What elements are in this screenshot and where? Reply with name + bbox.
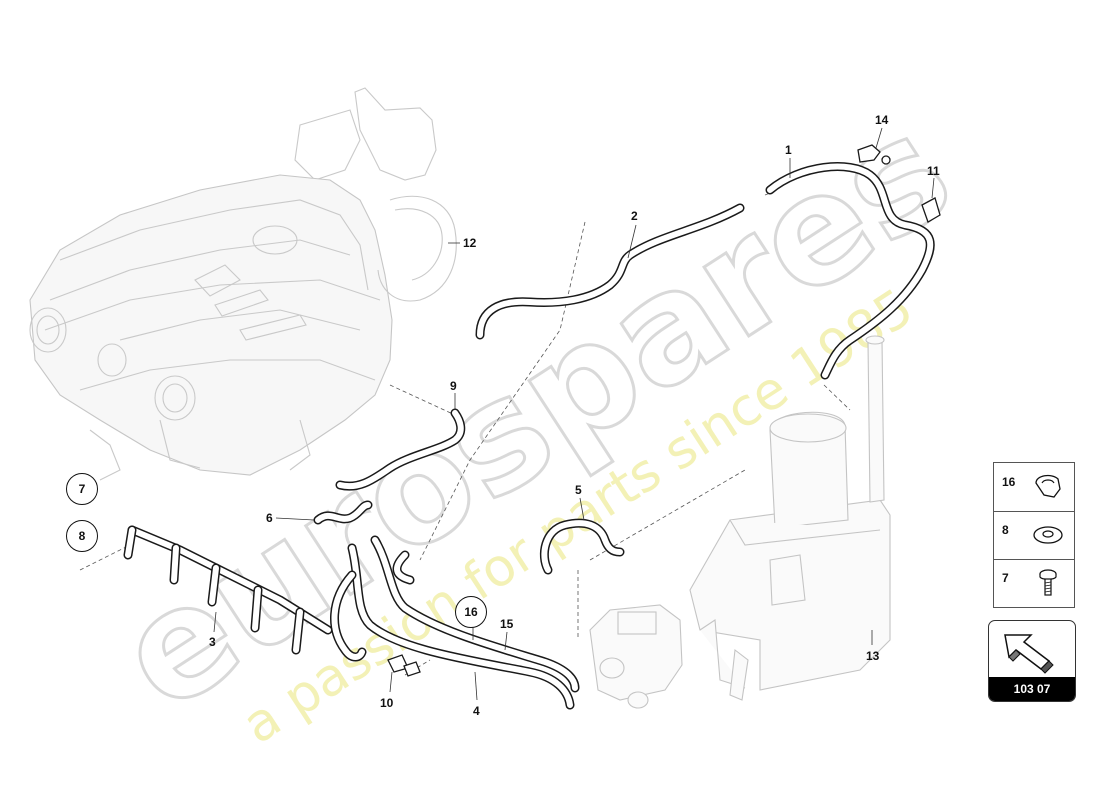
legend-number: 8 bbox=[1002, 523, 1009, 537]
callout-15: 15 bbox=[500, 617, 514, 631]
leader-lines bbox=[213, 127, 935, 701]
legend-row-8: 8 bbox=[994, 511, 1074, 559]
clip-11 bbox=[921, 197, 941, 223]
hose-4 bbox=[347, 543, 575, 710]
callout-5: 5 bbox=[575, 483, 582, 497]
circled-callout-8: 8 bbox=[66, 520, 98, 552]
hose-lower-left bbox=[330, 550, 415, 662]
hardware-legend: 16 8 7 bbox=[993, 462, 1075, 608]
hose-5 bbox=[539, 518, 625, 575]
legend-number: 16 bbox=[1002, 475, 1016, 489]
callout-9: 9 bbox=[450, 379, 457, 393]
hose-9 bbox=[335, 408, 466, 491]
callout-4: 4 bbox=[473, 704, 480, 718]
legend-row-16: 16 bbox=[994, 463, 1074, 511]
circled-callout-7: 7 bbox=[66, 473, 98, 505]
legend-row-7: 7 bbox=[994, 559, 1074, 607]
engine-illustration bbox=[29, 87, 457, 481]
injector-rail bbox=[123, 525, 333, 655]
callout-1: 1 bbox=[785, 143, 792, 157]
screw-icon bbox=[1039, 569, 1057, 596]
clip-10 bbox=[387, 654, 421, 677]
direction-arrow-icon bbox=[1004, 634, 1054, 674]
hose-2 bbox=[475, 203, 745, 340]
clip-14 bbox=[857, 144, 891, 165]
hose-1 bbox=[765, 162, 935, 380]
reservoir-tank bbox=[689, 335, 891, 701]
pump-unit bbox=[589, 604, 683, 709]
hose-6 bbox=[313, 500, 373, 525]
callout-13: 13 bbox=[866, 649, 880, 663]
section-reference-label: 103 07 bbox=[989, 677, 1075, 701]
callout-6: 6 bbox=[266, 511, 273, 525]
callout-3: 3 bbox=[209, 635, 216, 649]
section-reference-button[interactable]: 103 07 bbox=[988, 620, 1076, 702]
circled-callout-16: 16 bbox=[455, 596, 487, 628]
callout-2: 2 bbox=[631, 209, 638, 223]
clip-icon bbox=[1035, 474, 1061, 498]
callout-11: 11 bbox=[927, 164, 940, 178]
callout-numbers: 1 2 3 4 5 6 9 10 11 12 13 14 15 bbox=[209, 113, 940, 718]
callout-14: 14 bbox=[875, 113, 889, 127]
callout-10: 10 bbox=[380, 696, 394, 710]
hose-15 bbox=[370, 535, 580, 693]
washer-icon bbox=[1033, 526, 1063, 544]
reference-lines bbox=[79, 189, 851, 676]
legend-number: 7 bbox=[1002, 571, 1009, 585]
callout-12: 12 bbox=[463, 236, 477, 250]
